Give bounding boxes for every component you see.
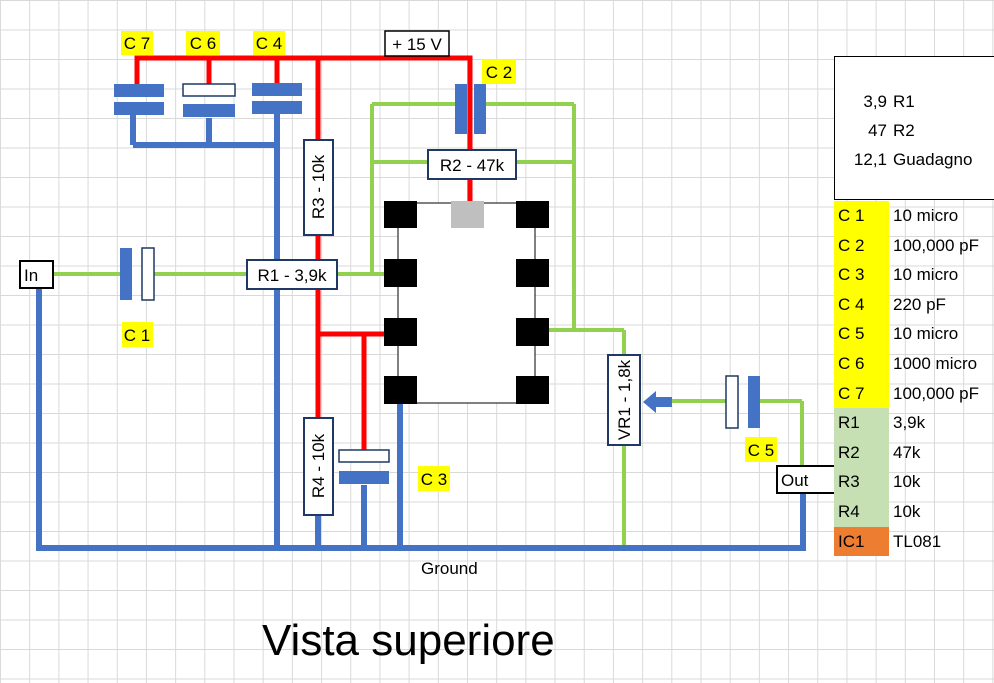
part-value: 100,000 pF bbox=[893, 235, 980, 255]
svg-text:C 7: C 7 bbox=[124, 34, 150, 53]
gain-row: 47 R2 bbox=[868, 121, 915, 140]
part-name: C 6 bbox=[834, 348, 889, 379]
part-value: 1000 micro bbox=[893, 353, 978, 373]
capacitor-c6 bbox=[182, 83, 236, 117]
capacitor-label-c4: C 4 bbox=[253, 31, 285, 55]
svg-text:C 4: C 4 bbox=[256, 34, 282, 53]
part-value: 10k bbox=[893, 501, 921, 521]
part-name: C 4 bbox=[834, 289, 889, 320]
svg-text:R2 - 47k: R2 - 47k bbox=[440, 156, 505, 175]
capacitor-c5 bbox=[725, 375, 760, 429]
part-value: 10 micro bbox=[893, 206, 959, 225]
part-value: 10k bbox=[893, 472, 921, 492]
resistor-r2: R2 - 47k bbox=[427, 149, 517, 180]
svg-text:C 2: C 2 bbox=[486, 63, 512, 82]
part-name: C 1 bbox=[834, 201, 889, 231]
capacitor-c1 bbox=[120, 247, 155, 301]
supply-label: + 15 V bbox=[384, 30, 450, 57]
ic1-pin bbox=[384, 318, 417, 346]
part-value: TL081 bbox=[893, 531, 942, 551]
potentiometer-vr1: VR1 - 1,8k bbox=[607, 354, 672, 446]
ground-wires bbox=[36, 112, 806, 551]
part-name: R4 bbox=[834, 496, 889, 527]
ic1-pin bbox=[384, 376, 417, 404]
svg-text:In: In bbox=[24, 266, 38, 285]
capacitor-c3 bbox=[338, 449, 390, 484]
output-terminal: Out bbox=[776, 465, 836, 494]
capacitor-label-c3: C 3 bbox=[418, 466, 450, 491]
svg-text:R3 - 10k: R3 - 10k bbox=[309, 154, 328, 219]
svg-text:C 1: C 1 bbox=[124, 326, 150, 345]
part-value: 220 pF bbox=[893, 294, 946, 314]
part-value: 10 micro bbox=[893, 265, 959, 285]
ic1-pin1-marker bbox=[451, 201, 484, 228]
gain-calculation-box: 3,9 R1 47 R2 12,1 Guadagno bbox=[834, 56, 994, 200]
part-value: 10 micro bbox=[893, 324, 959, 344]
part-name: R1 bbox=[834, 408, 889, 438]
svg-text:C 5: C 5 bbox=[748, 441, 774, 460]
capacitor-label-c5: C 5 bbox=[745, 437, 777, 462]
ic1-pin bbox=[384, 259, 417, 287]
resistor-r4: R4 - 10k bbox=[303, 417, 334, 516]
ic1-pin bbox=[516, 318, 549, 346]
input-terminal: In bbox=[19, 260, 54, 289]
signal-wires bbox=[50, 102, 804, 548]
svg-text:C 6: C 6 bbox=[190, 34, 216, 53]
part-name: IC1 bbox=[834, 526, 889, 557]
wiper-arrow-icon bbox=[643, 391, 672, 413]
part-name: R3 bbox=[834, 467, 889, 497]
ground-label: Ground bbox=[421, 559, 478, 578]
svg-text:VR1 - 1,8k: VR1 - 1,8k bbox=[615, 359, 634, 440]
ic1-pin bbox=[516, 201, 549, 228]
resistor-r3: R3 - 10k bbox=[303, 139, 334, 236]
part-name: C 2 bbox=[834, 230, 889, 261]
part-value: 3,9k bbox=[893, 413, 926, 433]
part-value: 100,000 pF bbox=[893, 383, 980, 403]
capacitor-label-c6: C 6 bbox=[186, 31, 220, 55]
ic1-pin bbox=[384, 201, 417, 228]
gain-row: 12,1 Guadagno bbox=[853, 150, 973, 169]
part-name: C 7 bbox=[834, 378, 889, 409]
part-name: C 3 bbox=[834, 260, 889, 290]
capacitor-label-c2: C 2 bbox=[482, 59, 516, 84]
capacitor-label-c7: C 7 bbox=[121, 31, 153, 55]
capacitor-c2 bbox=[455, 84, 486, 134]
svg-text:R4 - 10k: R4 - 10k bbox=[309, 433, 328, 498]
capacitor-label-c1: C 1 bbox=[122, 322, 153, 347]
svg-text:C 3: C 3 bbox=[421, 470, 447, 489]
part-name: R2 bbox=[834, 437, 889, 468]
gain-row: 3,9 R1 bbox=[863, 92, 915, 111]
ic1-chip bbox=[384, 201, 549, 404]
part-value: 47k bbox=[893, 442, 921, 462]
part-name: C 5 bbox=[834, 319, 889, 349]
resistor-r1: R1 - 3,9k bbox=[246, 259, 338, 290]
ic1-pin bbox=[516, 259, 549, 287]
page-title: Vista superiore bbox=[262, 616, 555, 665]
svg-text:+ 15 V: + 15 V bbox=[392, 35, 442, 54]
ic1-pin bbox=[516, 376, 549, 404]
svg-text:R1 - 3,9k: R1 - 3,9k bbox=[258, 266, 327, 285]
capacitor-c4 bbox=[252, 83, 302, 114]
svg-text:Out: Out bbox=[781, 471, 809, 490]
capacitor-c7 bbox=[114, 84, 164, 115]
